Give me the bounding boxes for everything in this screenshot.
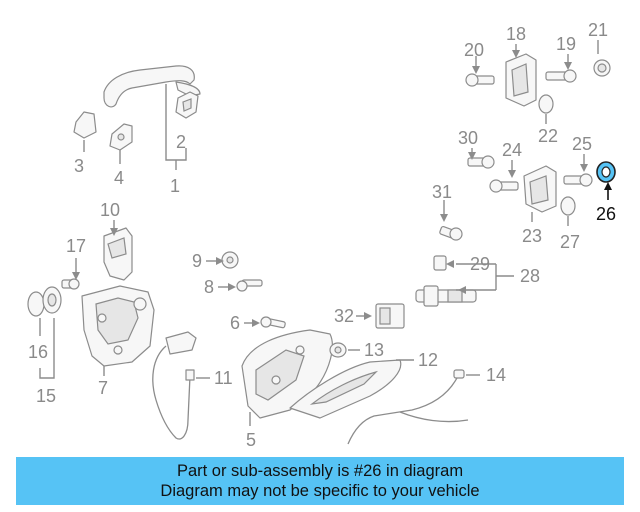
callout-12: 12 [418, 350, 438, 370]
part-1-outer-handle [103, 65, 201, 108]
callout-8: 8 [204, 277, 214, 297]
part-11-cable [152, 331, 197, 440]
part-18-upper-hinge [505, 53, 537, 107]
part-22-bushing [538, 94, 554, 114]
callout-4: 4 [114, 168, 124, 188]
callout-21: 21 [588, 20, 608, 40]
part-9-grommet [221, 251, 239, 269]
callout-3: 3 [74, 156, 84, 176]
part-16-bushing [27, 286, 62, 317]
callout-28: 28 [520, 266, 540, 286]
callout-16: 16 [28, 342, 48, 362]
callout-14: 14 [486, 365, 506, 385]
part-19-bolt [545, 69, 577, 83]
part-24-bolt [489, 179, 519, 193]
callout-27: 27 [560, 232, 580, 252]
callout-31: 31 [432, 182, 452, 202]
part-7-latch [81, 285, 155, 367]
callout-22: 22 [538, 126, 558, 146]
callout-9: 9 [192, 251, 202, 271]
callout-5: 5 [246, 430, 256, 450]
banner-line-1: Part or sub-assembly is #26 in diagram [176, 462, 464, 480]
part-26-highlighted [596, 161, 616, 183]
part-10-actuator [103, 227, 133, 281]
callout-19: 19 [556, 34, 576, 54]
part-3-cap [73, 111, 97, 139]
part-25-bolt [563, 173, 593, 187]
part-27-bushing [560, 196, 576, 216]
callout-7: 7 [98, 378, 108, 398]
callout-1: 1 [170, 176, 180, 196]
part-14-rod [347, 369, 469, 445]
part-5-carrier [241, 329, 333, 419]
part-2-handle-bracket [175, 91, 199, 119]
callout-20: 20 [464, 40, 484, 60]
part-30-bolt [467, 155, 495, 169]
callout-17: 17 [66, 236, 86, 256]
callout-23: 23 [522, 226, 542, 246]
banner-line-2: Diagram may not be specific to your vehi… [160, 482, 480, 500]
callout-24: 24 [502, 140, 522, 160]
callout-6: 6 [230, 313, 240, 333]
part-29-bolt [433, 255, 447, 271]
part-8-bolt [236, 279, 263, 292]
part-31-screw [439, 225, 463, 241]
part-20-bolt [465, 73, 495, 87]
callout-18: 18 [506, 24, 526, 44]
part-23-lower-hinge [523, 165, 557, 213]
part-12-trim [289, 359, 402, 419]
part-13-washer [329, 342, 347, 358]
callout-25: 25 [572, 134, 592, 154]
info-banner: Part or sub-assembly is #26 in diagram D… [16, 457, 624, 505]
callout-2: 2 [176, 132, 186, 152]
part-4-gasket [109, 123, 133, 151]
part-21-nut [593, 59, 611, 77]
callout-26: 26 [596, 204, 616, 224]
callout-29: 29 [470, 254, 490, 274]
callout-32: 32 [334, 306, 354, 326]
callout-10: 10 [100, 200, 120, 220]
callout-11: 11 [214, 368, 233, 388]
part-6-stud [260, 316, 286, 329]
parts-diagram: 1 2 3 4 10 17 16 15 7 9 [27, 20, 616, 450]
callout-30: 30 [458, 128, 478, 148]
callout-15: 15 [36, 386, 56, 406]
part-17-screw [61, 278, 80, 290]
part-28-check-arm [415, 285, 477, 307]
callout-13: 13 [364, 340, 384, 360]
part-32-clip [375, 303, 405, 329]
